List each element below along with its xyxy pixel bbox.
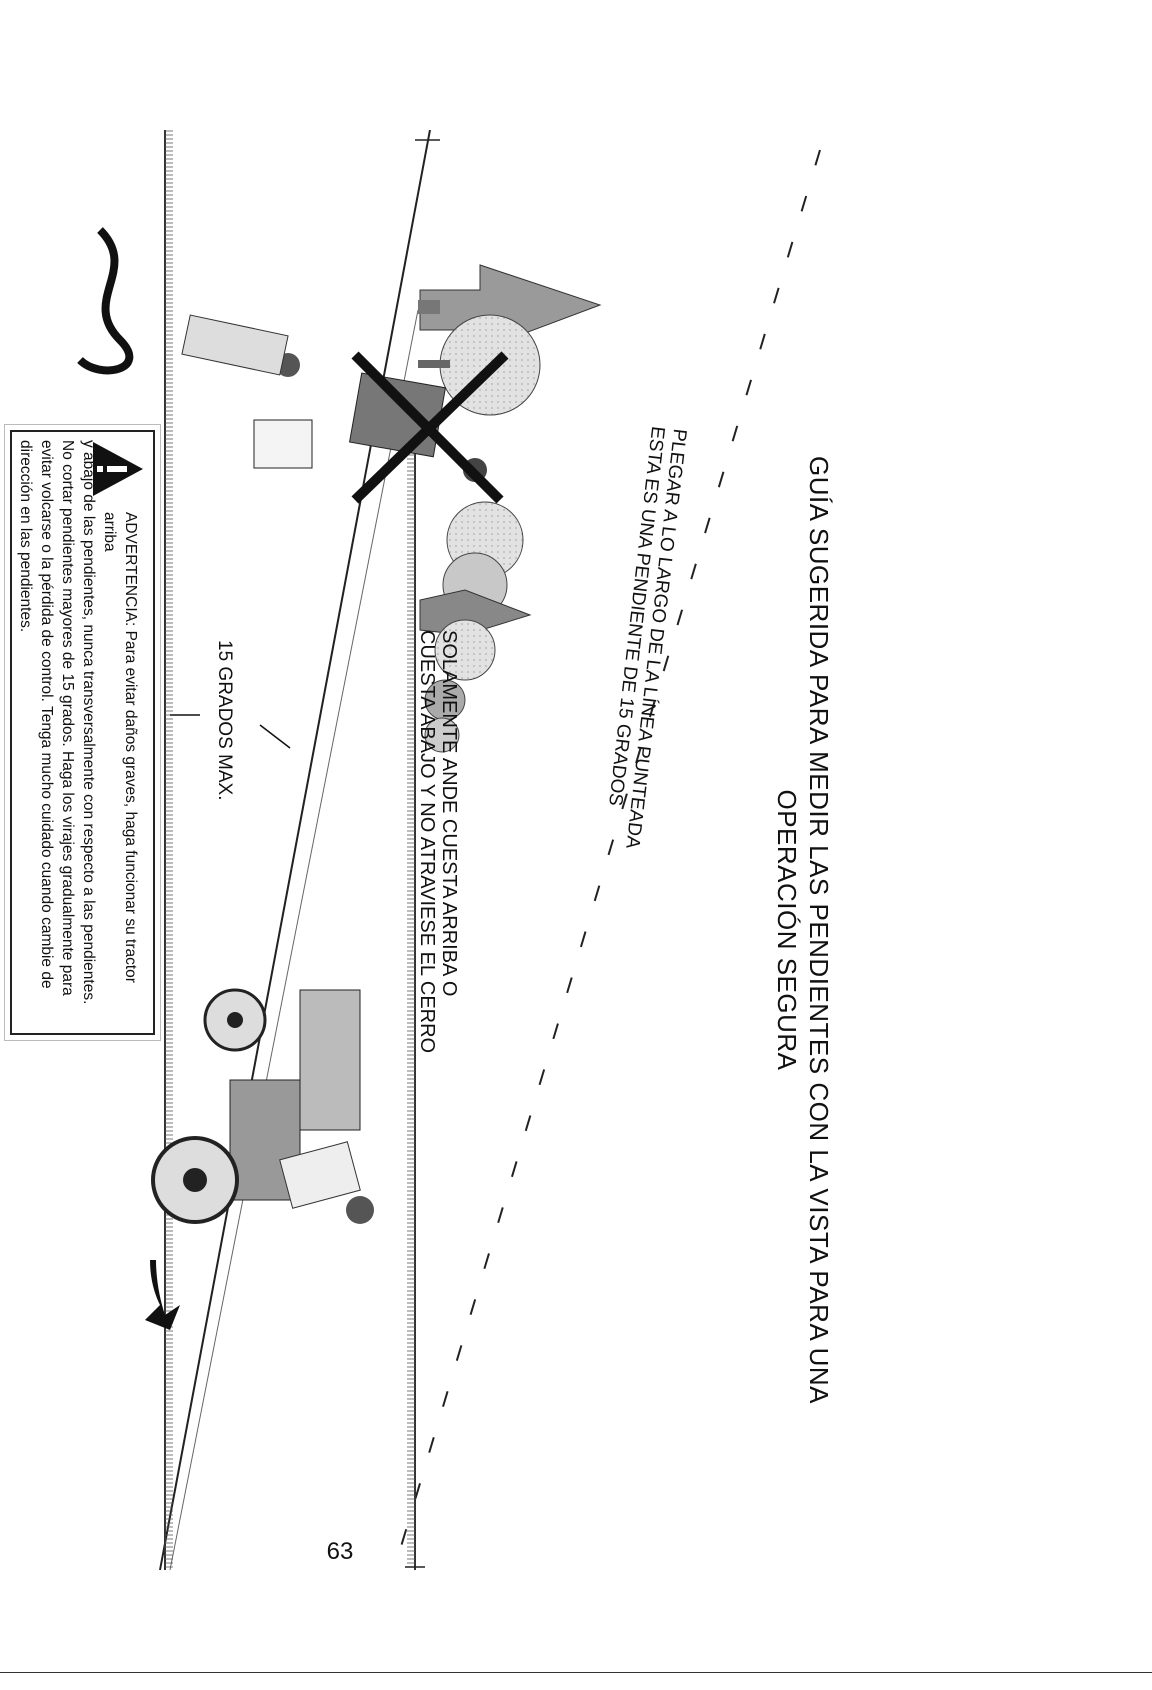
pine-trunk	[418, 300, 440, 314]
uphill-tractor	[145, 988, 374, 1330]
tractor-rear-hub	[183, 1168, 207, 1192]
crossed-out-tractor	[348, 351, 509, 504]
page-number: 63	[326, 1538, 354, 1565]
rider-head	[346, 1196, 374, 1224]
pine-tree-2	[419, 589, 532, 636]
warning-text-body: y abajo de las pendientes, nunca transve…	[17, 440, 97, 1005]
title-line-1: GUÍA SUGERIDA PARA MEDIR LAS PENDIENTES …	[804, 456, 834, 1404]
wind-swirl	[77, 227, 134, 375]
angle-arrow-upper	[259, 724, 291, 749]
rider-body	[279, 1141, 361, 1209]
warning-box: ADVERTENCIA: Para evitar daños graves, h…	[10, 430, 155, 1035]
rotated-diagram: GUÍA SUGERIDA PARA MEDIR LAS PENDIENTES …	[0, 130, 860, 1690]
slope-scene	[77, 130, 821, 1571]
round-tree-4	[434, 619, 496, 681]
bottom-rule	[0, 1672, 1152, 1673]
fold-dashed-line	[399, 149, 821, 1551]
tractor-side-body	[348, 372, 447, 458]
warning-text-line-1: ADVERTENCIA: Para evitar daños graves, h…	[101, 512, 139, 983]
warning-text: ADVERTENCIA: Para evitar daños graves, h…	[15, 440, 141, 1022]
angle-label: 15 GRADOS MAX.	[214, 640, 235, 801]
upper-grass-strip	[407, 430, 415, 1570]
hill-label-line-2: CUESTA ABAJO Y NO ATRAVIESE EL CERRO	[416, 630, 438, 1054]
small-tree-2	[424, 717, 460, 753]
tractor-hood	[299, 989, 361, 1131]
round-tree-1-trunk	[418, 360, 450, 368]
lower-grass-strip	[165, 130, 173, 1570]
slope-line-edge	[169, 309, 419, 1571]
title-line-2: OPERACIÓN SEGURA	[772, 789, 802, 1071]
hill-label-line-1: SOLAMENTE ANDE CUESTA ARRIBA O	[438, 630, 460, 997]
uphill-arrow	[145, 1260, 180, 1330]
hill-instruction: SOLAMENTE ANDE CUESTA ARRIBA O CUESTA AB…	[416, 630, 460, 1053]
diagram-title: GUÍA SUGERIDA PARA MEDIR LAS PENDIENTES …	[771, 330, 835, 1530]
slope-line	[159, 130, 431, 1571]
person-body	[181, 314, 289, 376]
tractor-front-hub	[227, 1012, 243, 1028]
warning-triangle-icon	[93, 442, 143, 496]
cross-line-2	[351, 351, 504, 504]
sign-board	[253, 419, 313, 469]
person-with-sign	[181, 314, 313, 469]
